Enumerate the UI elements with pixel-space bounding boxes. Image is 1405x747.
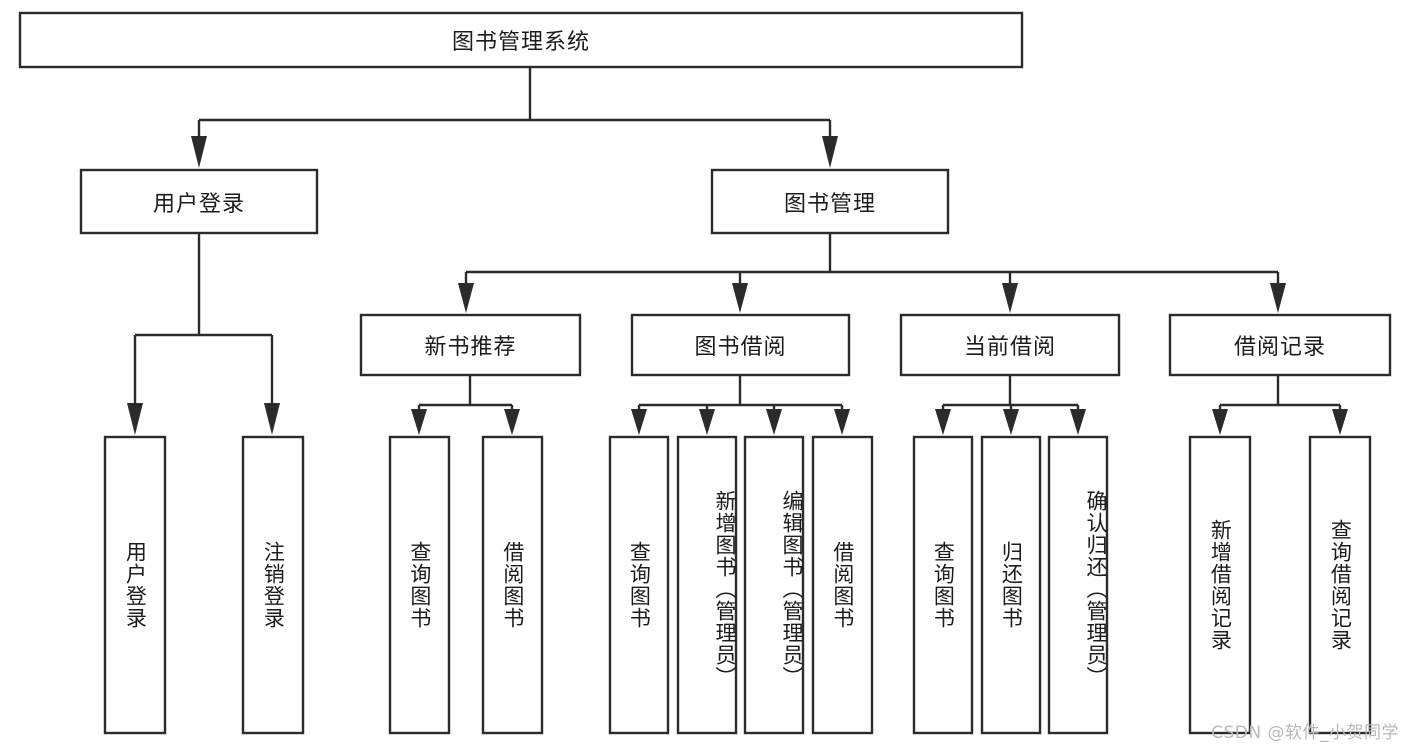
arrow-head-icon-book-mgmt (822, 136, 838, 168)
watermark-text: CSDN @软件_小贺同学 (1211, 723, 1399, 743)
arrow-head-icon-leaf-query-record (1332, 409, 1348, 435)
node-box-leaf-query-book-3[interactable] (912, 435, 974, 735)
node-box-leaf-logout[interactable] (241, 435, 305, 735)
arrow-head-icon-leaf-query-book-2 (631, 409, 647, 435)
arrow-head-icon-leaf-add-book (699, 409, 715, 435)
arrow-head-icon-leaf-return-book (1003, 409, 1019, 435)
node-box-current-borrow[interactable] (899, 313, 1121, 377)
connector-group-bookmgmt-to-level3 (458, 233, 1286, 313)
arrow-head-icon-newbook (458, 283, 474, 313)
node-box-user-login[interactable] (79, 168, 319, 235)
arrow-head-icon-leaf-query-book-1 (411, 409, 427, 435)
connector-group-newbook-to-leaves (411, 375, 520, 435)
arrow-head-icon-leaf-add-record (1212, 409, 1228, 435)
connector-group-root-to-level2 (191, 67, 838, 168)
node-box-new-book-recommend[interactable] (359, 313, 582, 377)
connector-group-userlogin-to-leaves (127, 233, 280, 435)
connector-group-current-to-leaves (935, 375, 1086, 435)
node-box-leaf-return-book[interactable] (980, 435, 1042, 735)
node-box-leaf-borrow-book-1[interactable] (481, 435, 544, 735)
arrow-head-icon-leaf-confirm-return (1070, 409, 1086, 435)
node-box-borrow-records[interactable] (1168, 313, 1392, 377)
node-box-leaf-add-borrow-record[interactable] (1188, 435, 1252, 735)
arrow-head-icon-user-login (191, 136, 207, 168)
arrow-head-icon-leaf-logout (264, 403, 280, 435)
node-box-book-management[interactable] (710, 168, 950, 235)
arrow-head-icon-borrow (732, 283, 748, 313)
node-box-leaf-edit-book-admin[interactable] (743, 435, 805, 735)
arrow-head-icon-leaf-borrow-book-1 (504, 409, 520, 435)
arrow-head-icon-leaf-user-login (127, 403, 143, 435)
node-box-book-borrow[interactable] (630, 313, 851, 377)
arrow-head-icon-leaf-query-book-3 (935, 409, 951, 435)
node-box-root[interactable] (18, 11, 1024, 69)
connector-group-records-to-leaves (1212, 375, 1348, 435)
node-box-leaf-query-borrow-record[interactable] (1308, 435, 1372, 735)
arrow-head-icon-current (1002, 283, 1018, 313)
node-box-leaf-add-book-admin[interactable] (676, 435, 738, 735)
node-box-leaf-user-login[interactable] (103, 435, 167, 735)
node-box-leaf-query-book-1[interactable] (388, 435, 451, 735)
node-box-leaf-query-book-2[interactable] (608, 435, 670, 735)
connector-group-borrow-to-leaves (631, 375, 850, 435)
arrow-head-icon-records (1270, 283, 1286, 313)
arrow-head-icon-leaf-edit-book (766, 409, 782, 435)
node-box-leaf-borrow-book-2[interactable] (811, 435, 874, 735)
node-box-leaf-confirm-return-admin[interactable] (1047, 435, 1109, 735)
arrow-head-icon-leaf-borrow-book-2 (834, 409, 850, 435)
